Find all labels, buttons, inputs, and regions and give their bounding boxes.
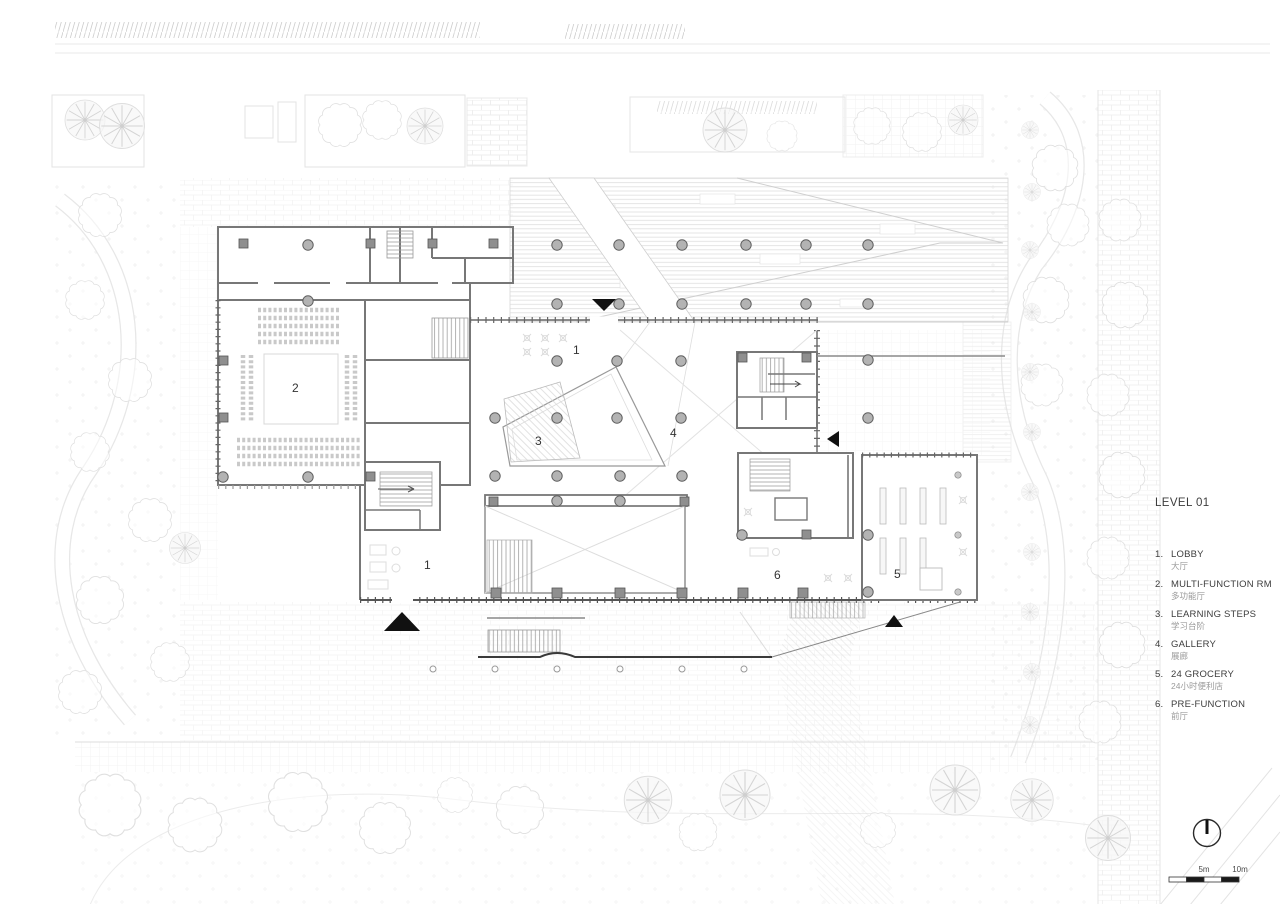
- legend-label-zh: 24小时便利店: [1171, 681, 1223, 691]
- stair-north: [386, 230, 414, 259]
- legend-item-lobby: 1. LOBBY 大厅: [1155, 549, 1277, 572]
- legend-label-zh: 前厅: [1171, 711, 1189, 721]
- room-labels: 1 2 3 4 5 6 1: [292, 343, 901, 582]
- building-walls: [215, 226, 1008, 658]
- grocery: [861, 452, 978, 601]
- exterior-stair-south: [478, 601, 961, 658]
- room-label-lobby-south: 1: [424, 558, 431, 572]
- legend-item-grocery: 5. 24 GROCERY 24小时便利店: [1155, 669, 1277, 692]
- legend-label-en: LEARNING STEPS: [1171, 609, 1257, 620]
- north-arrow: [1192, 818, 1222, 848]
- room-label-multi-function: 2: [292, 381, 299, 395]
- scale-bar: 5m 10m: [1168, 865, 1248, 883]
- core-northeast: [736, 351, 1005, 429]
- plaza-paving: [180, 602, 1095, 742]
- legend-label-zh: 大厅: [1171, 561, 1189, 571]
- legend-num: 4.: [1155, 639, 1164, 650]
- legend-label-zh: 展廊: [1171, 651, 1189, 661]
- legend: LEVEL 01 1. LOBBY 大厅 2. MULTI-FUNCTION RM …: [1155, 497, 1277, 729]
- scale-label-10m: 10m: [1232, 865, 1248, 874]
- legend-label-en: PRE-FUNCTION: [1171, 699, 1246, 710]
- page-title: LEVEL 01: [1155, 497, 1210, 509]
- legend-label-zh: 多功能厅: [1171, 591, 1206, 601]
- scale-label-5m: 5m: [1198, 865, 1209, 874]
- hedge-band: [55, 22, 480, 38]
- legend-label-en: MULTI-FUNCTION RM: [1171, 579, 1272, 590]
- legend-label-zh: 学习台阶: [1171, 621, 1206, 631]
- entrance-arrow-south-main: [384, 612, 420, 631]
- entrance-arrow-east: [827, 431, 839, 447]
- stair-southwest: [364, 461, 441, 531]
- legend-num: 6.: [1155, 699, 1164, 710]
- legend-num: 3.: [1155, 609, 1164, 620]
- stair-core: [431, 317, 469, 359]
- legend-num: 1.: [1155, 549, 1164, 560]
- legend-item-pre-function: 6. PRE-FUNCTION 前厅: [1155, 699, 1277, 722]
- room-label-lobby-north: 1: [573, 343, 580, 357]
- room-label-learning-steps: 3: [535, 434, 542, 448]
- room-label-gallery: 4: [670, 426, 677, 440]
- legend-label-en: GALLERY: [1171, 639, 1217, 650]
- legend-num: 2.: [1155, 579, 1164, 590]
- entrance-arrow-north: [592, 299, 616, 311]
- column-grid: [217, 238, 874, 673]
- sunken-void: [484, 494, 688, 594]
- legend-item-gallery: 4. GALLERY 展廊: [1155, 639, 1277, 662]
- learning-steps: [502, 366, 666, 467]
- legend-item-multi-function: 2. MULTI-FUNCTION RM 多功能厅: [1155, 579, 1277, 602]
- legend-label-en: LOBBY: [1171, 549, 1204, 560]
- core-east: [737, 452, 854, 557]
- legend-item-learning-steps: 3. LEARNING STEPS 学习台阶: [1155, 609, 1277, 632]
- room-label-grocery: 5: [894, 567, 901, 581]
- legend-label-en: 24 GROCERY: [1171, 669, 1235, 680]
- room-label-pre-function: 6: [774, 568, 781, 582]
- hedge-band: [565, 24, 685, 39]
- legend-num: 5.: [1155, 669, 1164, 680]
- entrance-arrow-south-grocery: [885, 615, 903, 627]
